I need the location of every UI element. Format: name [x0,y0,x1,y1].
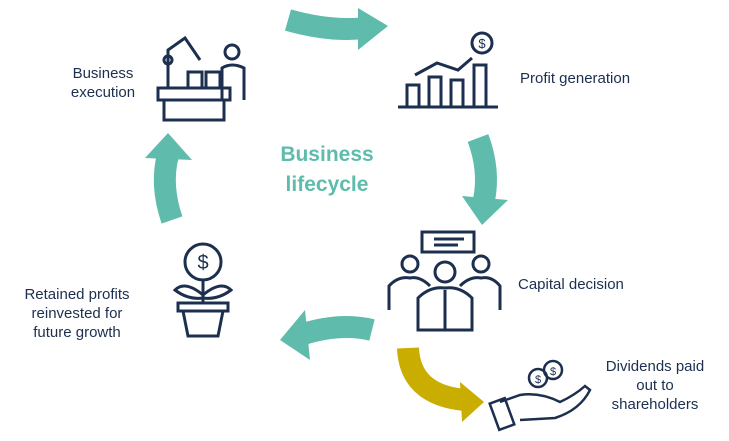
label-dividends: Dividends paid out to shareholders [585,357,725,414]
label-capital-decision: Capital decision [518,275,624,294]
svg-text:$: $ [535,374,541,386]
label-retained-profits: Retained profits reinvested for future g… [2,285,152,342]
arrow-capital-to-retained [280,310,375,360]
arrow-execution-to-profit [284,8,388,50]
meeting-people-icon [387,230,502,332]
money-plant-icon: $ [172,242,234,338]
label-profit-generation: Profit generation [520,69,630,88]
label-line: reinvested for [31,305,123,322]
profit-chart-icon: $ [398,31,498,109]
label-line: Business [72,65,134,82]
title-line: lifecycle [285,173,369,196]
label-line: Profit generation [520,70,631,87]
label-line: execution [70,84,136,101]
label-line: future growth [33,324,121,341]
arrow-profit-to-capital [462,134,508,225]
diagram-title: Business lifecycle [262,140,392,200]
title-line: Business [280,143,374,166]
label-line: shareholders [611,396,699,413]
label-line: Capital decision [518,276,624,293]
label-line: Dividends paid [605,358,705,375]
factory-robot-icon [156,35,246,122]
svg-text:$: $ [197,252,208,274]
arrow-retained-to-execution [145,133,192,224]
arrow-capital-to-dividends [397,346,484,422]
label-business-execution: Business execution [58,64,148,102]
svg-text:$: $ [478,36,486,51]
hand-coins-icon: $ $ [488,359,592,432]
label-line: Retained profits [24,286,130,303]
label-line: out to [636,377,674,394]
svg-text:$: $ [550,366,556,378]
